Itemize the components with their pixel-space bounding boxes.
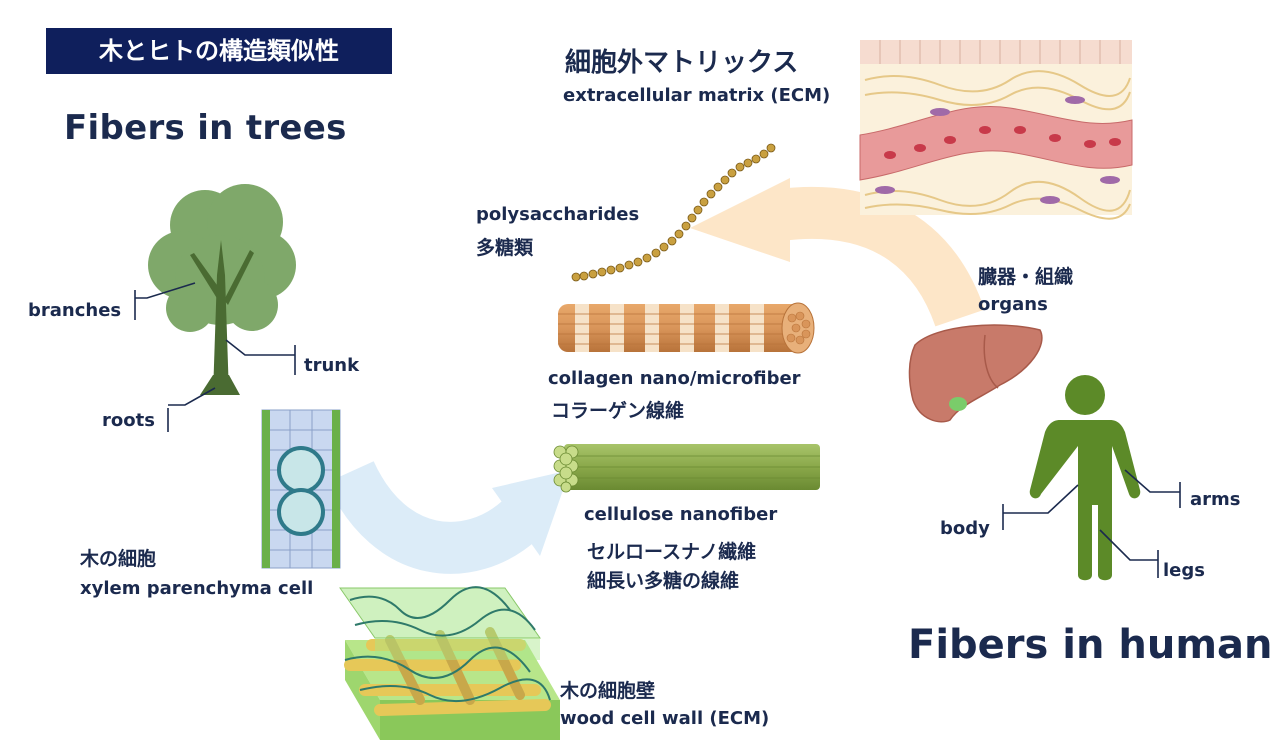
collagen-jp-label: コラーゲン線維 (551, 396, 684, 423)
body-label: body (940, 518, 990, 539)
legs-label: legs (1163, 560, 1205, 581)
tree-illustration (148, 184, 296, 395)
cell-wall-illustration (340, 587, 560, 740)
cellulose-en-label: cellulose nanofiber (584, 504, 777, 525)
cellwall-en-label: wood cell wall (ECM) (560, 708, 769, 729)
title-badge: 木とヒトの構造類似性 (46, 28, 392, 74)
trees-heading: Fibers in trees (64, 108, 347, 148)
organs-jp-label: 臓器・組織 (978, 262, 1073, 289)
arms-label: arms (1190, 489, 1241, 510)
ecm-tissue-illustration (860, 40, 1132, 219)
cellulose-jp2-label: 細長い多糖の線維 (587, 566, 739, 593)
blue-curved-arrow (350, 470, 570, 556)
organs-en-label: organs (978, 294, 1048, 315)
polysaccharides-jp-label: 多糖類 (476, 233, 533, 260)
polysaccharides-en-label: polysaccharides (476, 204, 639, 225)
xylem-jp-label: 木の細胞 (80, 544, 156, 571)
liver-illustration (909, 325, 1041, 422)
trunk-label: trunk (304, 355, 359, 376)
ecm-jp-label: 細胞外マトリックス (565, 42, 798, 79)
branches-label: branches (28, 300, 121, 321)
human-heading: Fibers in human (908, 622, 1272, 668)
cellulose-jp1-label: セルロースナノ繊維 (587, 537, 756, 564)
collagen-fiber (558, 303, 814, 353)
cellulose-fiber (554, 444, 820, 492)
human-silhouette (1030, 375, 1141, 580)
xylem-en-label: xylem parenchyma cell (80, 578, 313, 599)
cellwall-jp-label: 木の細胞壁 (560, 676, 655, 703)
collagen-en-label: collagen nano/microfiber (548, 368, 801, 389)
ecm-en-label: extracellular matrix (ECM) (563, 85, 830, 106)
roots-label: roots (102, 410, 155, 431)
xylem-cell-illustration (262, 410, 340, 568)
